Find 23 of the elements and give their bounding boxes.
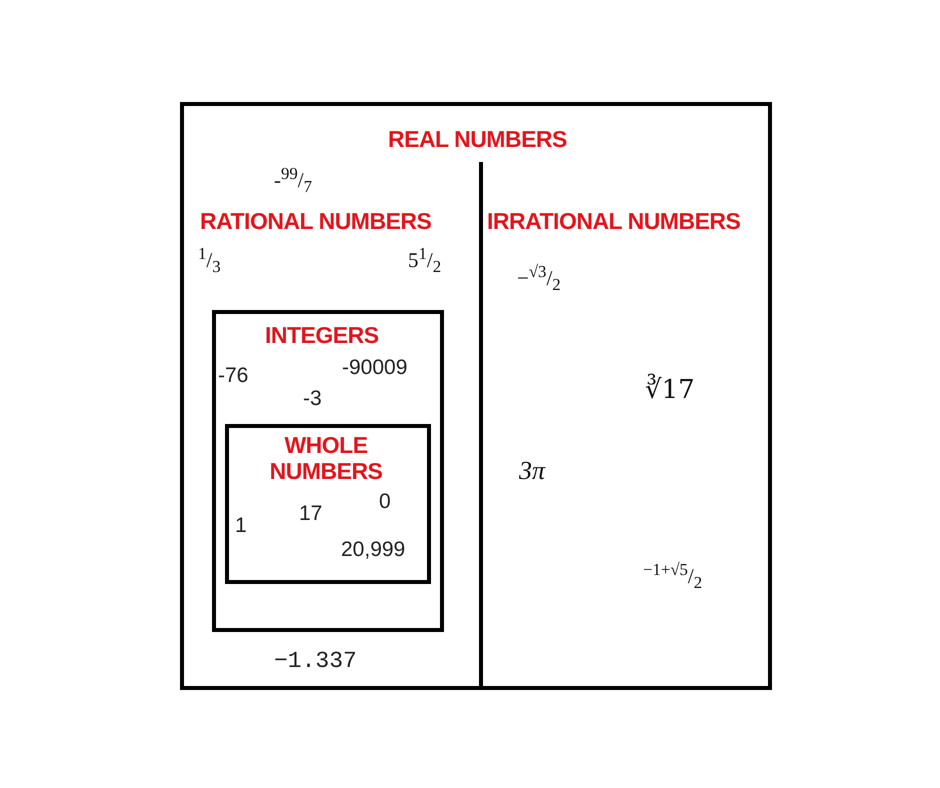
number-label: ∛17 <box>645 376 695 406</box>
set-heading: IRRATIONAL NUMBERS <box>487 208 740 234</box>
number-label: 1 <box>235 514 247 538</box>
innermost-box <box>225 424 431 584</box>
fraction-label: $^{1}$/$_{3}$ <box>198 244 221 276</box>
fraction-label: $^{−1+√5}$/$_{2}$ <box>643 560 702 592</box>
number-label: -76 <box>218 364 248 388</box>
set-heading: INTEGERS <box>265 322 379 348</box>
number-label: 20,999 <box>341 538 406 562</box>
inner-box <box>212 310 444 632</box>
set-heading: REAL NUMBERS <box>388 126 567 152</box>
number-label: −1.337 <box>274 648 357 674</box>
number-label: 0 <box>379 490 391 514</box>
outer-frame <box>180 102 772 690</box>
number-label: 3π <box>519 456 546 486</box>
set-heading: WHOLE NUMBERS <box>268 432 384 485</box>
fraction-label: −$^{√3}$/$_{2}$ <box>517 262 561 294</box>
set-heading: RATIONAL NUMBERS <box>200 208 432 234</box>
number-label: 17 <box>299 502 322 526</box>
fraction-label: 5$^{1}$/$_{2}$ <box>408 244 442 276</box>
number-label: -90009 <box>342 356 408 380</box>
fraction-label: -$^{99}$/$_{7}$ <box>274 164 312 196</box>
number-label: -3 <box>303 387 322 412</box>
